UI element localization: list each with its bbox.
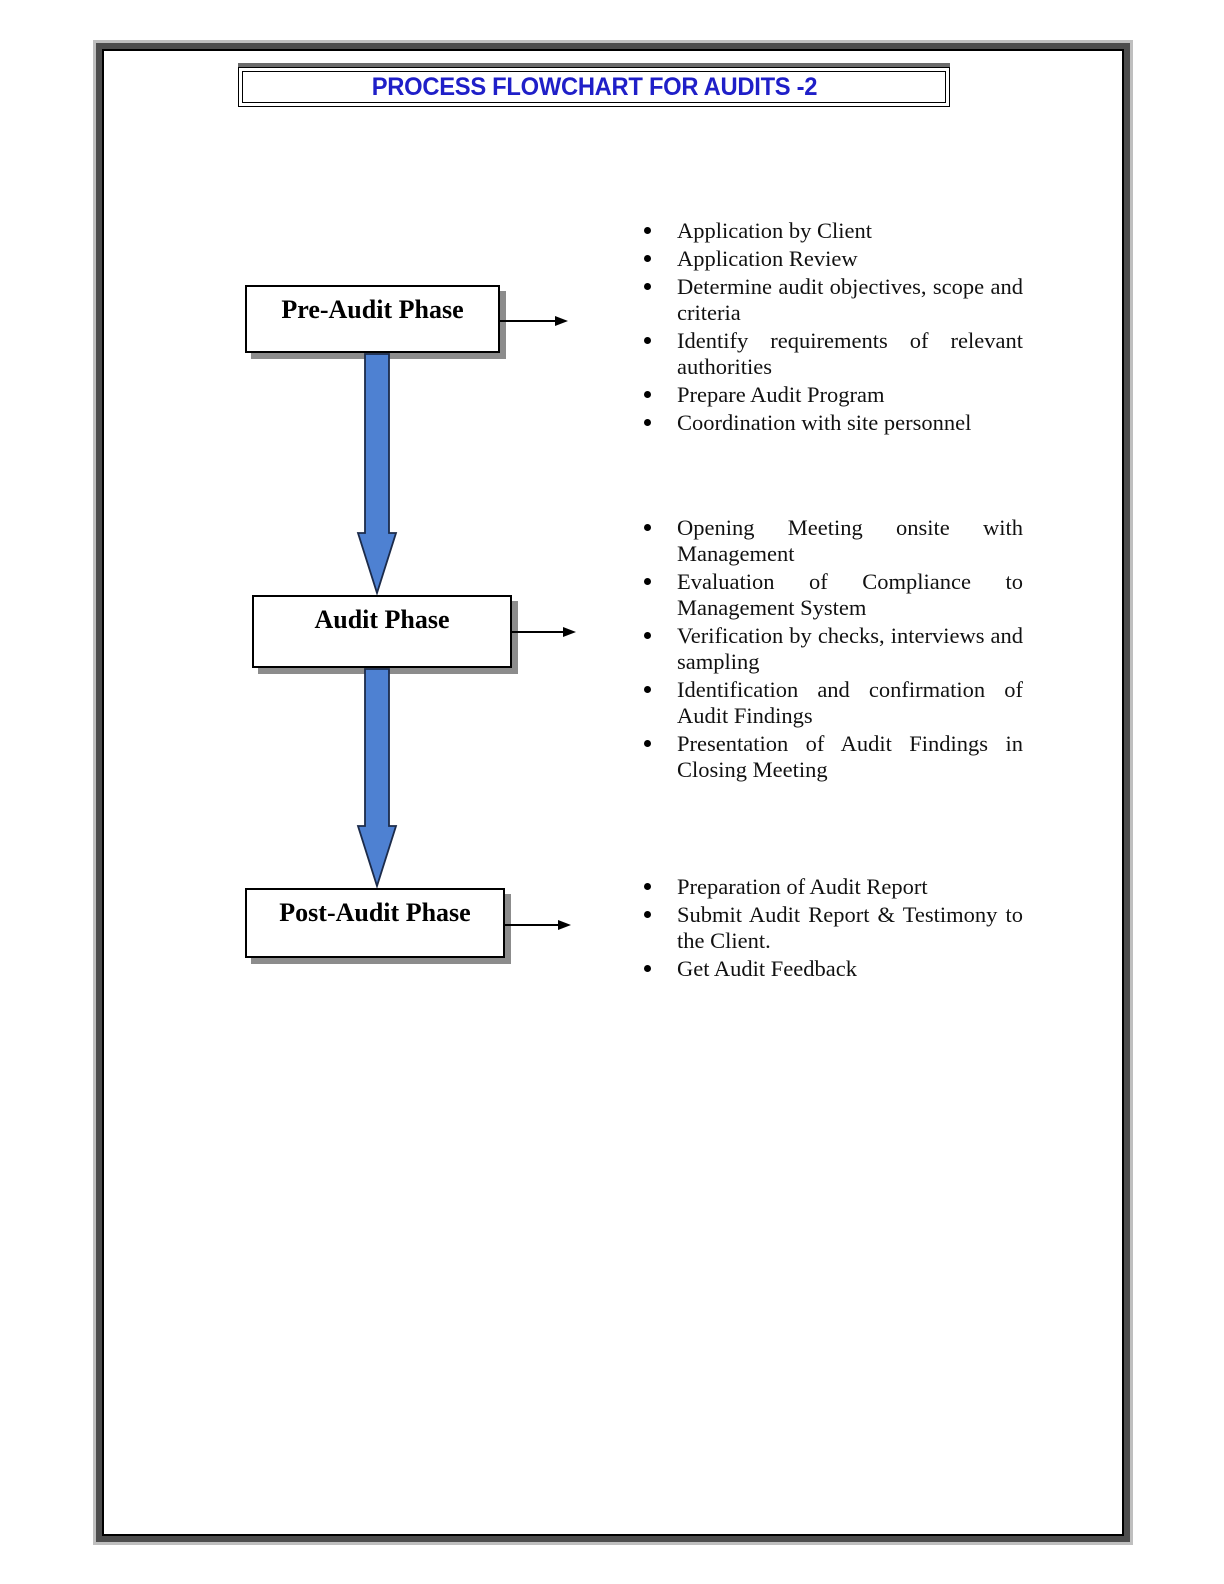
phase-label: Audit Phase: [314, 605, 450, 634]
title-box: PROCESS FLOWCHART FOR AUDITS -2: [238, 67, 950, 107]
title-box-inner: PROCESS FLOWCHART FOR AUDITS -2: [242, 71, 946, 103]
bullet-item: Opening Meeting onsite with Management: [640, 515, 1023, 567]
bullet-item: Determine audit objectives, scope and cr…: [640, 274, 1023, 326]
bullet-item: Coordination with site personnel: [640, 410, 1023, 436]
bullet-item: Application by Client: [640, 218, 1023, 244]
phase-box-pre-audit: Pre-Audit Phase: [245, 285, 500, 353]
phase-box-post-audit: Post-Audit Phase: [245, 888, 505, 958]
bullet-item: Submit Audit Report & Testimony to the C…: [640, 902, 1023, 954]
phase-label: Post-Audit Phase: [279, 898, 471, 927]
bullet-item: Get Audit Feedback: [640, 956, 1023, 982]
phase-label: Pre-Audit Phase: [281, 295, 464, 324]
bullet-item: Identification and confirmation of Audit…: [640, 677, 1023, 729]
right-arrow-icon: [505, 920, 571, 930]
bullet-item: Evaluation of Compliance to Management S…: [640, 569, 1023, 621]
down-arrow-icon: [356, 668, 398, 888]
down-arrow-icon: [356, 353, 398, 595]
bullet-item: Identify requirements of relevant author…: [640, 328, 1023, 380]
bullet-item: Verification by checks, interviews and s…: [640, 623, 1023, 675]
right-arrow-icon: [512, 627, 576, 637]
bullet-item: Preparation of Audit Report: [640, 874, 1023, 900]
phase-box-audit: Audit Phase: [252, 595, 512, 668]
bullet-item: Presentation of Audit Findings in Closin…: [640, 731, 1023, 783]
bullet-item: Prepare Audit Program: [640, 382, 1023, 408]
bullet-item: Application Review: [640, 246, 1023, 272]
right-arrow-icon: [500, 316, 568, 326]
title-box-shadow: [238, 63, 950, 68]
page-title: PROCESS FLOWCHART FOR AUDITS -2: [371, 72, 817, 101]
